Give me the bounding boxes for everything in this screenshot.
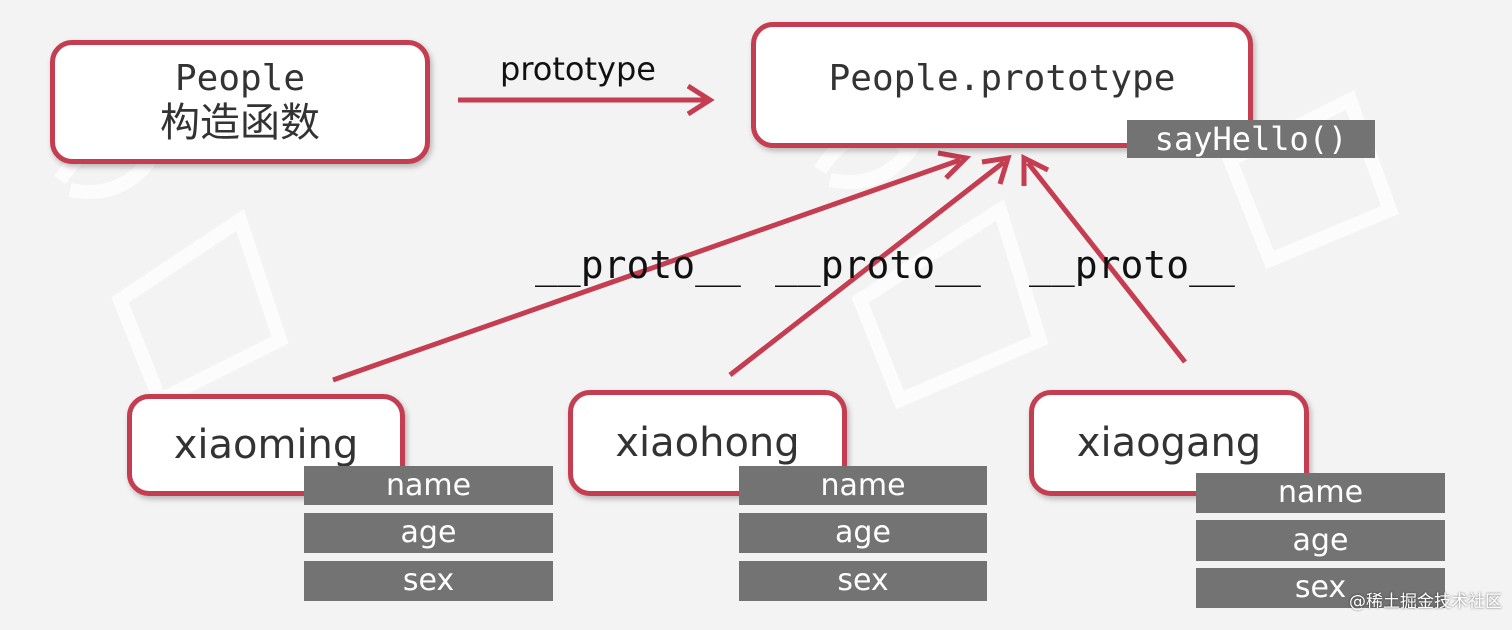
constructor-caption: 构造函数 xyxy=(160,99,320,146)
instance-prop-sex: sex xyxy=(1196,568,1445,608)
instance-name: xiaohong xyxy=(615,420,800,466)
constructor-box: People 构造函数 xyxy=(50,40,430,164)
proto-arrow-xiaogang xyxy=(1021,153,1187,364)
prototype-link-label: prototype xyxy=(500,50,656,88)
prototype-method: sayHello() xyxy=(1127,120,1375,158)
instance-prop-name: name xyxy=(304,466,553,505)
proto-label-xiaogang: __proto__ xyxy=(1029,243,1235,287)
constructor-name: People xyxy=(174,58,306,100)
instance-prop-name: name xyxy=(739,466,987,505)
instance-prop-sex: sex xyxy=(739,561,987,601)
prototype-box-label: People.prototype xyxy=(828,58,1176,100)
instance-prop-name: name xyxy=(1196,473,1445,513)
instance-prop-sex: sex xyxy=(304,561,553,601)
instance-prop-age: age xyxy=(1196,520,1445,561)
proto-label-xiaoming: __proto__ xyxy=(535,243,741,287)
instance-prop-age: age xyxy=(304,513,553,553)
prototype-arrow xyxy=(458,83,715,117)
instance-name: xiaogang xyxy=(1076,420,1262,466)
instance-name: xiaoming xyxy=(173,422,359,468)
proto-arrow-xiaohong xyxy=(728,154,1012,377)
proto-label-xiaohong: __proto__ xyxy=(775,243,981,287)
proto-arrow-xiaoming xyxy=(332,150,972,383)
credit-watermark: @稀土掘金技术社区 xyxy=(1349,592,1502,612)
prototype-box: People.prototype xyxy=(751,22,1253,148)
instance-prop-age: age xyxy=(739,513,987,553)
